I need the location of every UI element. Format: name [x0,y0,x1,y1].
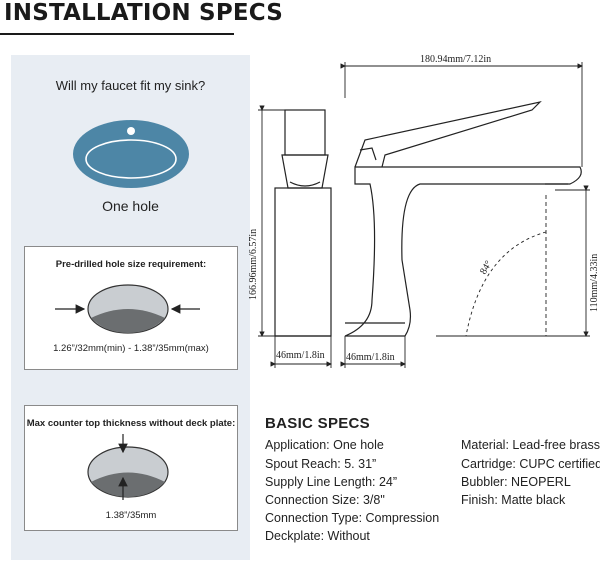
fit-question: Will my faucet fit my sink? [55,78,206,93]
spec-application: Application: One hole [265,438,384,452]
spec-deckplate: Deckplate: Without [265,529,370,543]
spout-height-dimension: 110mm/4.33in [589,254,600,312]
faucet-side-view [274,109,332,337]
counter-cross-section-icon [87,434,169,500]
spec-cartridge: Cartridge: CUPC certified [461,457,600,471]
spec-finish: Finish: Matte black [461,493,566,507]
spout-angle-label: 84° [478,259,495,277]
page-title: INSTALLATION SPECS [4,0,284,26]
spec-connection-size: Connection Size: 3/8" [265,493,385,507]
counter-thickness-title: Max counter top thickness without deck p… [26,418,236,429]
spec-bubbler: Bubbler: NEOPERL [461,475,571,489]
spec-material: Material: Lead-free brass [461,438,600,452]
spec-spout-reach: Spout Reach: 5. 31” [265,457,377,471]
hole-size-note: 1.26”/32mm(min) - 1.38”/35mm(max) [53,343,209,354]
faucet-front-view [344,100,582,337]
body-depth-dimension: 46mm/1.8in [346,352,395,363]
base-width-dimension: 46mm/1.8in [276,350,325,361]
dimension-lines [258,62,590,368]
hole-cross-section-icon [55,284,200,334]
spec-connection-type: Connection Type: Compression [265,511,440,525]
sink-top-view-icon [73,120,189,188]
sink-type-label: One hole [102,198,159,214]
spout-length-dimension: 180.94mm/7.12in [420,54,491,65]
faucet-hole-icon [127,127,135,135]
counter-thickness-note: 1.38”/35mm [105,510,157,521]
basic-specs-heading: BASIC SPECS [265,415,370,432]
hole-size-title: Pre-drilled hole size requirement: [55,259,207,270]
total-height-dimension: 166.96mm/6.57in [248,229,259,300]
title-underline [0,33,234,35]
spec-supply-line: Supply Line Length: 24” [265,475,398,489]
